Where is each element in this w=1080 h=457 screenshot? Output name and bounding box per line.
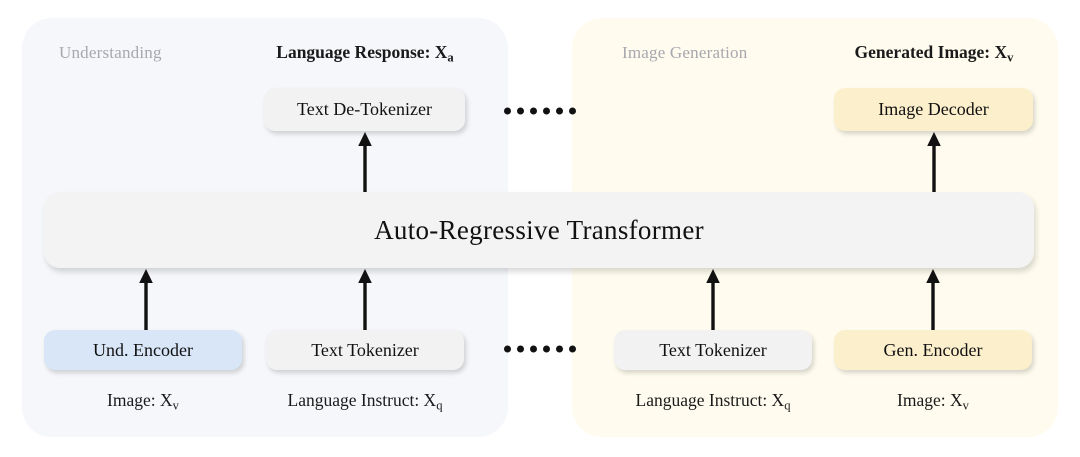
caption-image-right-subscript: v (962, 398, 969, 413)
caption-language-response-text: Language Response: X (276, 42, 448, 62)
ellipsis-bottom (504, 345, 576, 353)
caption-language-instruct-left: Language Instruct: Xq (288, 390, 443, 414)
ellipsis-dot (517, 345, 524, 353)
box-image-decoder-label: Image Decoder (878, 99, 989, 119)
box-und-encoder-label: Und. Encoder (93, 339, 193, 360)
arrow-up-from-gen-encoder (924, 268, 942, 331)
caption-generated-image-text: Generated Image: X (854, 42, 1008, 62)
ellipsis-dot (543, 345, 550, 353)
arrow-up-to-text-de-tokenizer (356, 131, 374, 193)
ellipsis-dot (543, 107, 550, 115)
arrow-up-from-text-tokenizer-left (356, 268, 374, 331)
caption-generated-image: Generated Image: Xv (855, 42, 1014, 66)
caption-language-instruct-left-subscript: q (436, 398, 443, 413)
ellipsis-dot (517, 107, 524, 115)
caption-image-right: Image: Xv (897, 390, 969, 414)
arrow-up-from-und-encoder (137, 268, 155, 331)
arrow-up-to-image-decoder (925, 131, 943, 193)
ellipsis-dot (569, 345, 576, 353)
ellipsis-dot (504, 345, 511, 353)
caption-language-instruct-right-text: Language Instruct: X (635, 390, 785, 410)
ellipsis-dot (504, 107, 511, 115)
box-text-de-tokenizer-label: Text De-Tokenizer (297, 99, 432, 119)
caption-image-left: Image: Xv (107, 390, 179, 414)
panel-understanding-title: Understanding (59, 43, 162, 62)
caption-image-left-subscript: v (172, 398, 179, 413)
caption-language-instruct-right-subscript: q (784, 398, 791, 413)
caption-language-instruct-left-text: Language Instruct: X (287, 390, 437, 410)
caption-language-instruct-right: Language Instruct: Xq (636, 390, 791, 414)
box-text-tokenizer-right[interactable]: Text Tokenizer (614, 330, 812, 370)
ellipsis-dot (569, 107, 576, 115)
box-gen-encoder[interactable]: Gen. Encoder (834, 330, 1032, 370)
caption-language-response: Language Response: Xa (276, 42, 453, 66)
auto-regressive-transformer-label: Auto-Regressive Transformer (374, 214, 704, 245)
auto-regressive-transformer-block[interactable]: Auto-Regressive Transformer (44, 192, 1034, 268)
ellipsis-dot (530, 107, 537, 115)
ellipsis-top (504, 107, 576, 115)
caption-image-right-text: Image: X (897, 390, 963, 410)
box-image-decoder[interactable]: Image Decoder (834, 88, 1033, 131)
caption-language-response-subscript: a (447, 50, 454, 65)
arrow-up-from-text-tokenizer-right (704, 268, 722, 331)
box-gen-encoder-label: Gen. Encoder (883, 339, 983, 360)
box-text-tokenizer-left[interactable]: Text Tokenizer (266, 330, 464, 370)
box-text-de-tokenizer[interactable]: Text De-Tokenizer (264, 88, 465, 131)
box-text-tokenizer-left-label: Text Tokenizer (311, 339, 419, 360)
box-und-encoder[interactable]: Und. Encoder (44, 330, 242, 370)
ellipsis-dot (530, 345, 537, 353)
ellipsis-dot (556, 345, 563, 353)
panel-image-generation-title: Image Generation (622, 43, 748, 62)
caption-image-left-text: Image: X (107, 390, 173, 410)
box-text-tokenizer-right-label: Text Tokenizer (659, 339, 767, 360)
caption-generated-image-subscript: v (1007, 50, 1014, 65)
ellipsis-dot (556, 107, 563, 115)
